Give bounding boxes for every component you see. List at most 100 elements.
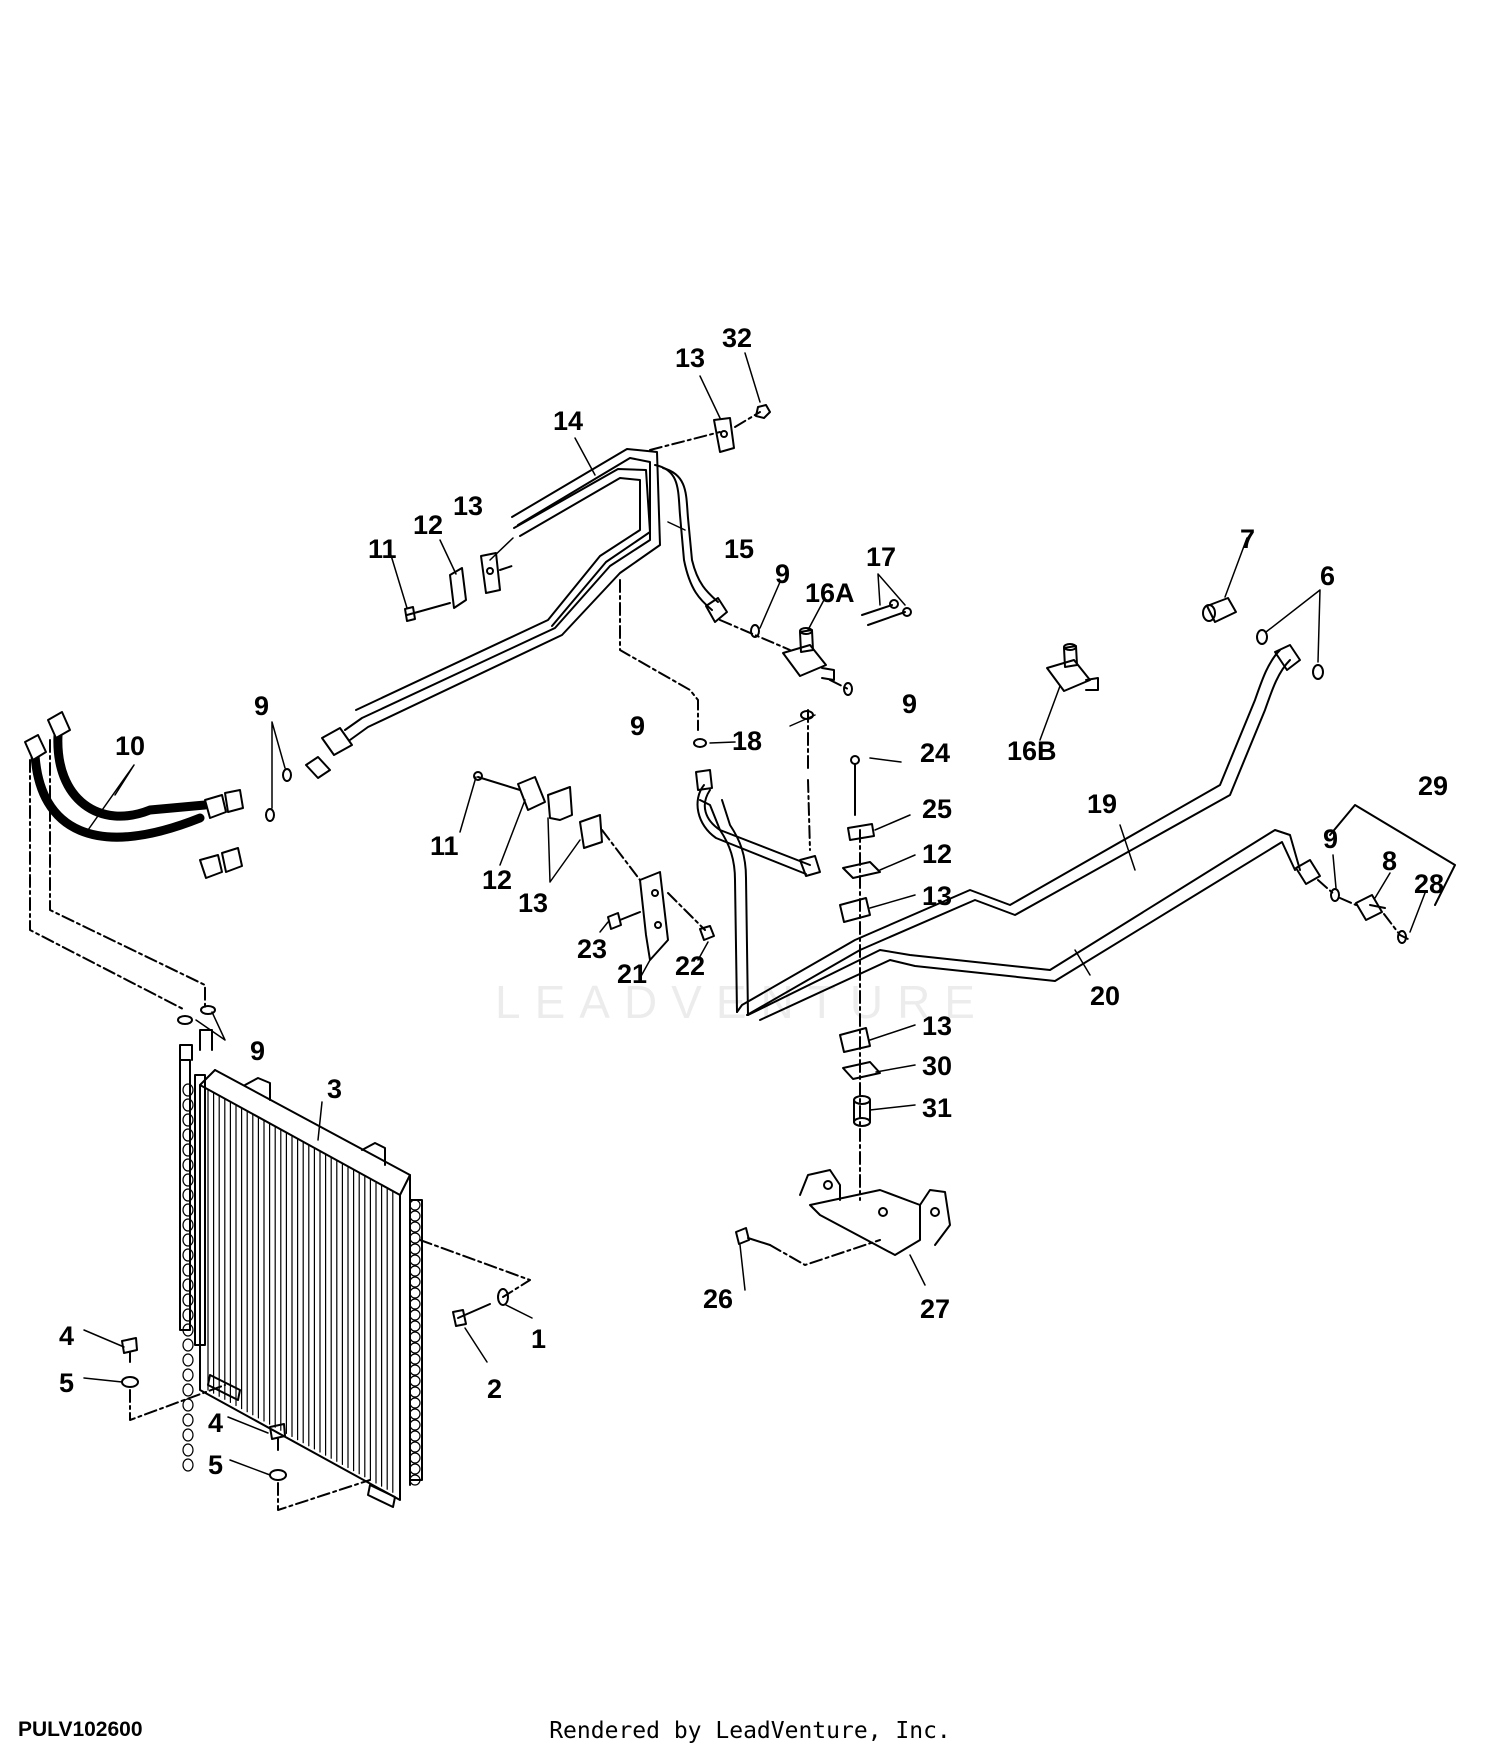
cooler-tube-end-left [182,1233,194,1247]
cooler-tube-end-left [182,1278,194,1292]
mount-bracket-27[interactable] [799,1169,951,1256]
clamp-13-mid-b[interactable] [579,814,603,849]
callout-32: 32 [722,323,752,353]
cooler-tube-end-right [409,1375,421,1387]
leader-clamp-left [499,564,516,571]
cooler-tube-end-right [409,1265,421,1277]
callout-4-lower: 4 [208,1408,223,1438]
cooler-tube-end-right [409,1474,421,1486]
cooler-tube-end-right [409,1254,421,1266]
o-rings-9-cooler[interactable] [177,1005,216,1025]
callout-13-top: 13 [675,343,705,373]
callout-13-left: 13 [453,491,483,521]
plate-30[interactable] [842,1061,881,1080]
cooler-tube-end-left [182,1263,194,1277]
bolt-11-mid[interactable] [473,771,521,791]
cooler-tube-end-left [182,1128,194,1142]
callout-21: 21 [617,959,647,989]
bracket-29 [1329,804,1456,906]
callout-7: 7 [1240,524,1255,554]
callout-16b: 16B [1007,736,1057,766]
o-ring-9-16a-left[interactable] [750,624,760,638]
callout-31: 31 [922,1093,952,1123]
cooler-tube-end-right [409,1331,421,1343]
plate-12-mid[interactable] [517,776,546,811]
o-ring-9-mid[interactable] [693,738,707,748]
clamp-13-top[interactable] [713,417,735,453]
rings-6[interactable] [1256,629,1324,680]
clamp-13-stack-top[interactable] [839,897,871,923]
fitting-7[interactable] [1202,597,1237,623]
washer-1[interactable] [497,1288,509,1306]
fitting-8[interactable] [1355,894,1386,921]
callout-9-b: 9 [254,691,269,721]
callout-15: 15 [724,534,754,564]
callout-2: 2 [487,1374,502,1404]
bolt-4-upper[interactable] [121,1337,138,1363]
cooler-tube-end-left [182,1188,194,1202]
clamp-13-stack-bottom[interactable] [839,1027,871,1053]
reference-code: PULV102600 [18,1718,143,1741]
cooler-fins [182,1083,421,1493]
tee-16b[interactable] [1046,643,1099,692]
render-credit: Rendered by LeadVenture, Inc. [549,1718,951,1744]
cooler-tube-end-right [409,1199,421,1211]
spacer-31[interactable] [853,1095,871,1127]
washer-5-upper[interactable] [121,1376,139,1388]
cooler-inlets [179,1029,213,1061]
clamp-13-left[interactable] [480,552,501,594]
bolts-17[interactable] [861,599,912,626]
hose-end-lower-right [199,854,223,879]
bolt-11-left[interactable] [404,602,451,622]
washer-5-lower[interactable] [269,1469,287,1481]
callout-12-left: 12 [413,510,443,540]
callout-8: 8 [1382,846,1397,876]
callout-28: 28 [1414,869,1444,899]
bolt-23[interactable] [607,911,641,930]
clamp-13-mid-a[interactable] [547,786,573,821]
nut-32[interactable] [755,404,771,419]
tube-18-branch[interactable] [695,769,821,877]
bolt-4-lower[interactable] [269,1423,286,1451]
cooler-tube-end-left [182,1173,194,1187]
tube-19[interactable] [736,644,1301,1016]
cooler-tube-end-left [182,1113,194,1127]
cooler-tube-end-left [182,1338,194,1352]
hoses-10[interactable] [30,730,210,842]
cooler-tube-end-right [409,1243,421,1255]
hose-fitting-lower [221,847,243,873]
plate-12-left[interactable] [449,567,467,609]
leader-mid [601,829,706,931]
leader-right-group [1317,879,1411,941]
callout-13-mid: 13 [518,888,548,918]
cooler-tube-end-right [409,1276,421,1288]
tube-15[interactable] [654,464,728,623]
plate-12-stack[interactable] [842,861,881,879]
o-rings-9-hose[interactable] [265,768,292,822]
tube-assembly-14[interactable] [305,448,661,779]
cooler-tube-end-left [182,1293,194,1307]
cooler-tube-end-left [182,1218,194,1232]
bolt-24[interactable] [850,755,860,816]
bolt-26[interactable] [735,1227,771,1246]
bolt-2[interactable] [452,1303,491,1327]
clip-25[interactable] [847,823,875,841]
leader-18 [619,579,811,851]
o-ring-9-16a-right[interactable] [843,682,853,696]
nut-22[interactable] [699,925,715,941]
leader-16a [719,619,849,690]
callout-6: 6 [1320,561,1335,591]
bracket-21[interactable] [639,871,669,961]
callout-5-upper: 5 [59,1368,74,1398]
cooler-tube-end-left [182,1383,194,1397]
callout-30: 30 [922,1051,952,1081]
cooler-tube-end-right [409,1408,421,1420]
cooler-tube-end-left [182,1443,194,1457]
cooler-tube-end-left [182,1203,194,1217]
cooler-tube-end-right [409,1298,421,1310]
callout-29: 29 [1418,771,1448,801]
cooler-tube-end-right [409,1364,421,1376]
o-ring-9-right[interactable] [1330,888,1340,902]
tee-16a[interactable] [782,627,835,681]
leader-clamp-top [649,411,761,451]
